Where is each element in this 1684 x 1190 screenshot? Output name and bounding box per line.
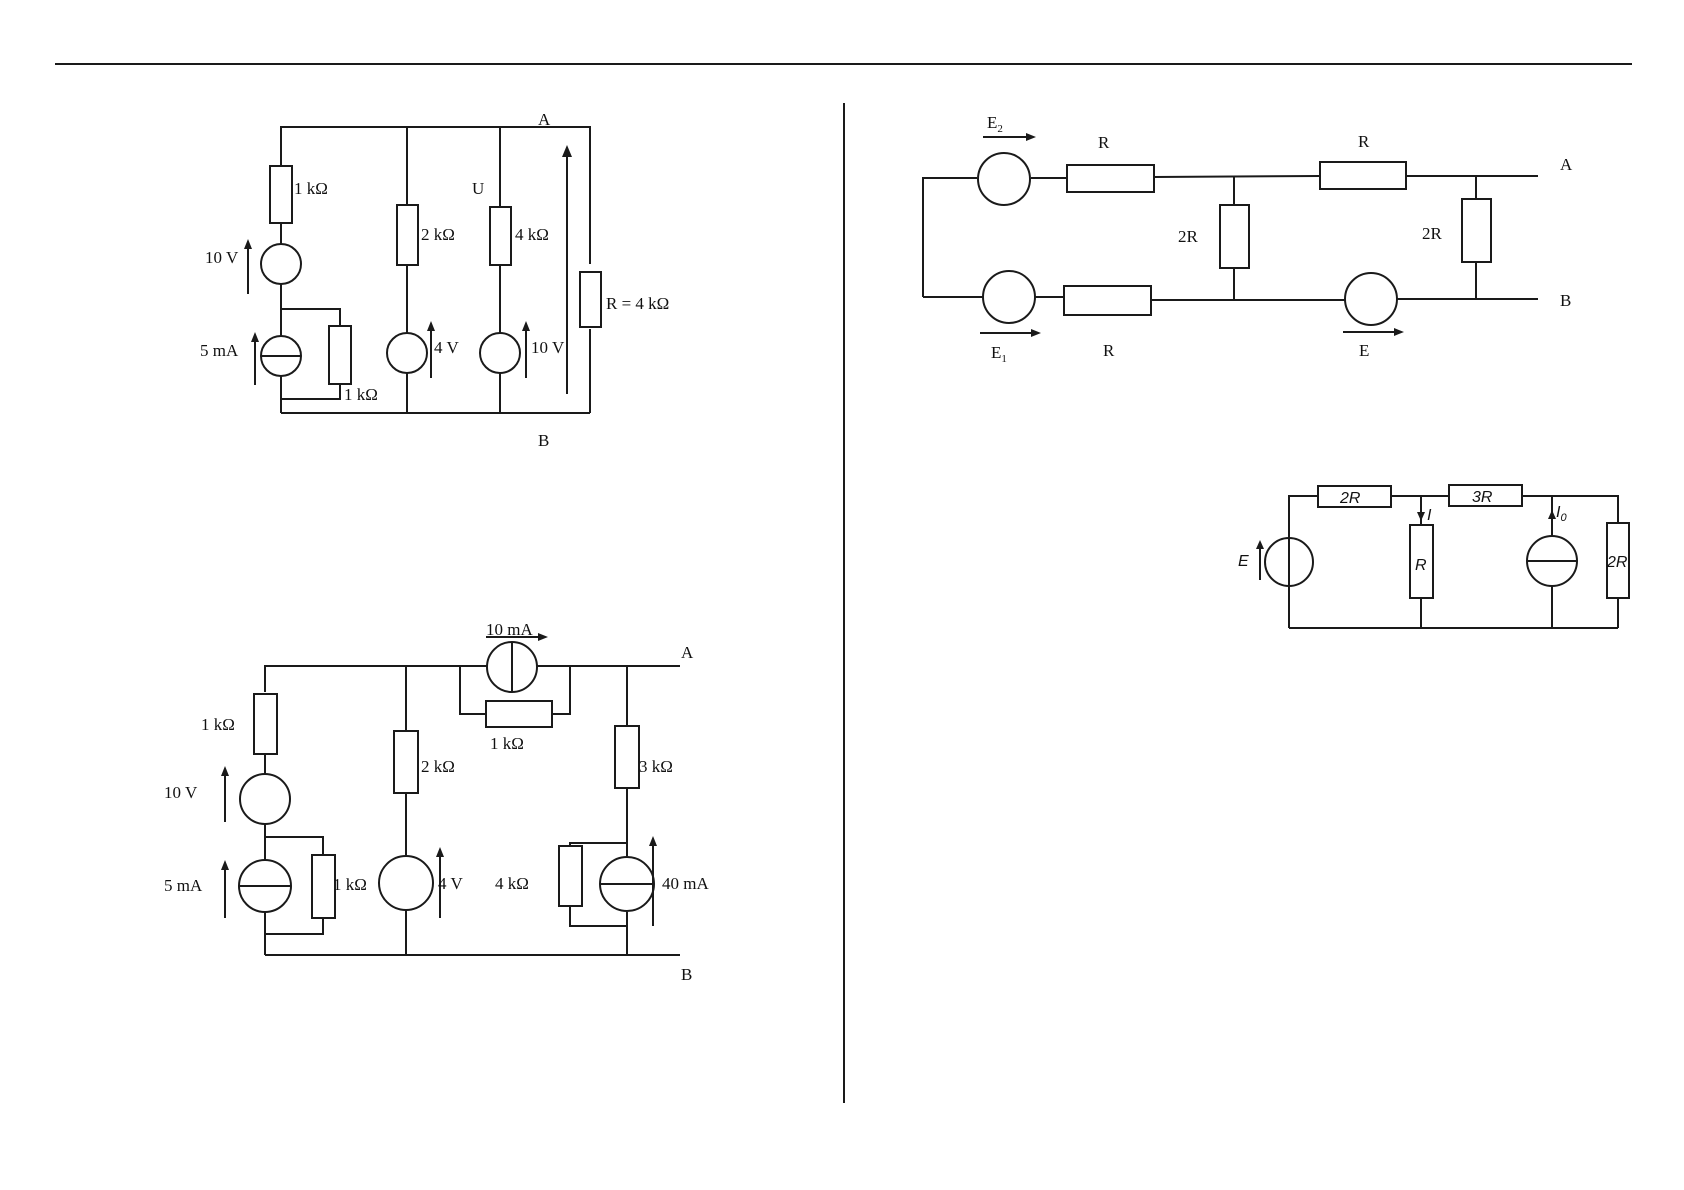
load-resistor <box>580 272 601 327</box>
node-label-b: B <box>538 431 549 450</box>
label: 2R <box>1606 554 1628 571</box>
label: R <box>1358 132 1370 151</box>
label: 3 kΩ <box>639 757 673 776</box>
node-label-a: A <box>538 110 551 129</box>
label: 10 V <box>531 338 565 357</box>
label: 4 V <box>434 338 459 357</box>
label: E2 <box>987 113 1003 135</box>
label: 4 kΩ <box>495 874 529 893</box>
node-label-b: B <box>681 965 692 984</box>
label: 1 kΩ <box>333 875 367 894</box>
resistor <box>486 701 552 727</box>
voltage-source <box>978 153 1030 205</box>
voltage-source <box>1345 273 1397 325</box>
voltage-source <box>480 333 520 373</box>
label: 5 mA <box>164 876 203 895</box>
resistor <box>394 731 418 793</box>
label: 5 mA <box>200 341 239 360</box>
resistor <box>397 205 418 265</box>
label: R <box>1415 557 1427 574</box>
resistor <box>1320 162 1406 189</box>
label: 10 mA <box>486 620 533 639</box>
circuit-1: 1 kΩ 10 V 5 mA 1 kΩ 2 kΩ 4 V U 4 kΩ 10 V… <box>200 110 669 450</box>
voltage-source <box>379 856 433 910</box>
label: 1 kΩ <box>201 715 235 734</box>
label: I <box>1427 507 1432 524</box>
label: 4 kΩ <box>515 225 549 244</box>
voltage-source <box>387 333 427 373</box>
label: 10 V <box>164 783 198 802</box>
resistor <box>312 855 335 918</box>
label: 40 mA <box>662 874 709 893</box>
resistor <box>1462 199 1491 262</box>
node-label-b: B <box>1560 291 1571 310</box>
label: 2 kΩ <box>421 225 455 244</box>
label: R <box>1098 133 1110 152</box>
label: 1 kΩ <box>490 734 524 753</box>
label: 2R <box>1339 490 1361 507</box>
voltage-source <box>261 244 301 284</box>
node-label-a: A <box>1560 155 1573 174</box>
label: 4 V <box>438 874 463 893</box>
label: 2R <box>1422 224 1443 243</box>
label: 1 kΩ <box>344 385 378 404</box>
u-label: U <box>472 179 484 198</box>
resistor <box>615 726 639 788</box>
label: E <box>1359 341 1369 360</box>
label: E <box>1238 553 1249 570</box>
label: E1 <box>991 343 1007 365</box>
label: 1 kΩ <box>294 179 328 198</box>
resistor <box>254 694 277 754</box>
label: 3R <box>1472 489 1493 506</box>
resistor <box>490 207 511 265</box>
label: I0 <box>1556 504 1567 524</box>
circuit-2: 1 kΩ 10 V 5 mA 1 kΩ 2 kΩ 4 V 10 mA 1 kΩ … <box>164 620 709 984</box>
label: R <box>1103 341 1115 360</box>
label: 10 V <box>205 248 239 267</box>
resistor <box>1220 205 1249 268</box>
circuit-3: E2 E1 E R R R 2R 2R A B <box>923 113 1573 365</box>
resistor <box>329 326 351 384</box>
resistor <box>270 166 292 223</box>
resistor <box>1064 286 1151 315</box>
label: R = 4 kΩ <box>606 294 669 313</box>
label: 2R <box>1178 227 1199 246</box>
resistor <box>1067 165 1154 192</box>
voltage-source <box>983 271 1035 323</box>
circuit-4: 2R 3R R 2R E I I0 <box>1238 485 1629 628</box>
voltage-source <box>240 774 290 824</box>
label: 2 kΩ <box>421 757 455 776</box>
resistor <box>559 846 582 906</box>
node-label-a: A <box>681 643 694 662</box>
